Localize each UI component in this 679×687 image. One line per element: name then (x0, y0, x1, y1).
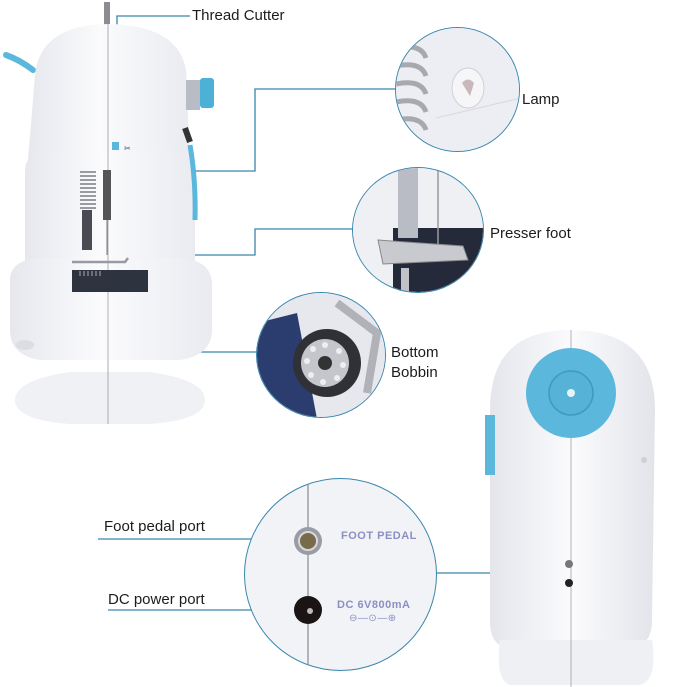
foot-pedal-panel-text: FOOT PEDAL (341, 530, 417, 542)
label-thread-cutter: Thread Cutter (192, 7, 285, 24)
label-lamp: Lamp (522, 91, 560, 108)
lamp-zoom-circle (395, 27, 520, 152)
presser-foot-detail-image (353, 168, 483, 292)
bottom-bobbin-detail-image (257, 293, 385, 417)
port-panel-detail-image (294, 479, 322, 670)
sewing-machine-front-illustration: ✂ (3, 2, 214, 424)
bottom-bobbin-zoom-circle (256, 292, 386, 418)
svg-text:✂: ✂ (124, 144, 131, 153)
port-panel-zoom-circle: FOOT PEDAL DC 6V800mA ⊖—⊙—⊕ (244, 478, 437, 671)
label-presser-foot: Presser foot (490, 225, 571, 242)
sewing-machine-side-illustration (485, 330, 655, 687)
polarity-symbol: ⊖—⊙—⊕ (349, 613, 397, 624)
label-bottom-bobbin-line2: Bobbin (391, 364, 438, 381)
label-dc-power-port: DC power port (108, 591, 205, 608)
label-foot-pedal-port: Foot pedal port (104, 518, 205, 535)
label-bottom-bobbin-line1: Bottom (391, 344, 439, 361)
dc-rating-panel-text: DC 6V800mA (337, 599, 411, 611)
lamp-detail-image (396, 28, 519, 151)
presser-foot-zoom-circle (352, 167, 484, 293)
